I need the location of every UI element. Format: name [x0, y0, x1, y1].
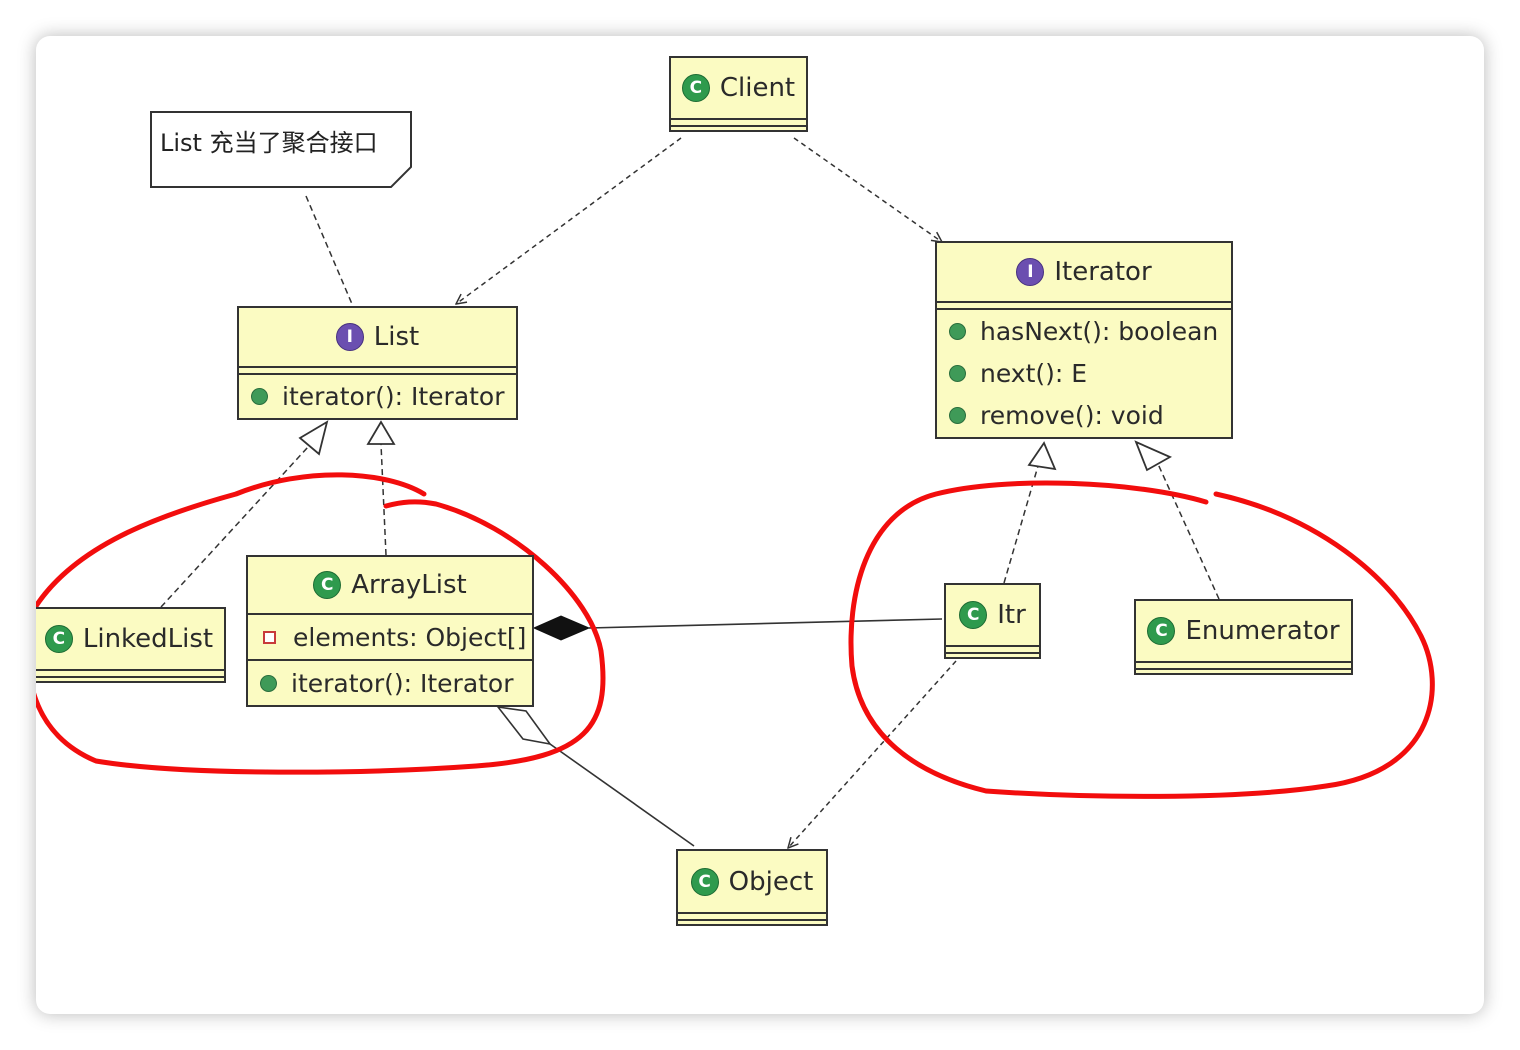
- method-signature: iterator(): Iterator: [282, 381, 505, 411]
- note-fold-corner: [390, 166, 412, 188]
- method-row: hasNext(): boolean: [937, 310, 1231, 352]
- class-linkedlist[interactable]: C LinkedList: [36, 607, 226, 683]
- public-method-icon: [949, 322, 966, 340]
- public-method-icon: [251, 387, 268, 405]
- aggregation-diamond: [496, 705, 552, 746]
- note-text: List 充当了聚合接口: [160, 129, 378, 157]
- class-name: Enumerator: [1185, 616, 1340, 646]
- note-anchor-line: [305, 195, 353, 305]
- class-name: Client: [719, 73, 796, 103]
- composition-diamond: [532, 615, 591, 641]
- interface-iterator[interactable]: I Iterator hasNext(): boolean next(): E …: [935, 241, 1233, 439]
- method-row: iterator(): Iterator: [239, 375, 516, 417]
- method-row: remove(): void: [937, 394, 1231, 436]
- public-method-icon: [949, 364, 966, 382]
- client-iterator-dependency: [793, 137, 942, 242]
- linkedlist-list-realization: [160, 446, 309, 608]
- public-method-icon: [260, 674, 277, 692]
- method-row: next(): E: [937, 352, 1231, 394]
- method-row: iterator(): Iterator: [248, 661, 532, 705]
- arraylist-list-realization: [380, 443, 387, 556]
- highlight-loop-iterator-impls: [848, 480, 1435, 799]
- method-signature: iterator(): Iterator: [291, 668, 514, 698]
- itr-realization-arrowhead: [1027, 441, 1057, 471]
- method-signature: remove(): void: [980, 400, 1164, 430]
- connectors-layer: [36, 137, 1435, 1014]
- enumerator-realization-arrowhead: [1134, 440, 1173, 472]
- method-signature: next(): E: [980, 358, 1088, 388]
- interface-name: List: [373, 322, 420, 352]
- class-enumerator[interactable]: C Enumerator: [1134, 599, 1353, 675]
- aggregate-interface-note: List 充当了聚合接口: [150, 111, 412, 188]
- enumerator-iterator-realization: [1157, 463, 1220, 600]
- private-field-icon: [263, 630, 276, 644]
- class-icon: C: [1147, 617, 1176, 645]
- client-list-dependency: [456, 137, 682, 304]
- arraylist-realization-arrowhead: [366, 420, 396, 445]
- class-icon: C: [681, 74, 710, 102]
- interface-icon: I: [1016, 258, 1045, 286]
- field-signature: elements: Object[]: [293, 622, 527, 652]
- interface-name: Iterator: [1054, 257, 1152, 287]
- class-name: Object: [728, 866, 814, 897]
- highlight-loop-list-impls: [36, 472, 606, 775]
- class-name: Itr: [997, 600, 1026, 630]
- field-row: elements: Object[]: [248, 615, 532, 659]
- class-name: ArrayList: [351, 570, 467, 600]
- class-icon: C: [959, 601, 988, 629]
- method-signature: hasNext(): boolean: [980, 316, 1219, 346]
- linkedlist-realization-arrowhead: [298, 420, 329, 456]
- class-icon: C: [313, 571, 342, 599]
- interface-icon: I: [335, 323, 364, 351]
- diagram-canvas: List 充当了聚合接口 C Client I List iterator():…: [36, 36, 1484, 1014]
- class-client[interactable]: C Client: [669, 56, 808, 132]
- class-arraylist[interactable]: C ArrayList elements: Object[] iterator(…: [246, 555, 534, 707]
- class-object[interactable]: C Object: [676, 849, 828, 926]
- class-icon: C: [690, 867, 719, 896]
- class-icon: C: [44, 625, 73, 653]
- itr-object-dependency: [788, 660, 957, 848]
- arraylist-object-aggregation: [549, 743, 695, 847]
- arraylist-itr-composition: [588, 618, 943, 629]
- class-itr[interactable]: C Itr: [944, 583, 1041, 659]
- class-name: LinkedList: [82, 624, 214, 654]
- public-method-icon: [949, 406, 966, 424]
- interface-list[interactable]: I List iterator(): Iterator: [237, 306, 518, 420]
